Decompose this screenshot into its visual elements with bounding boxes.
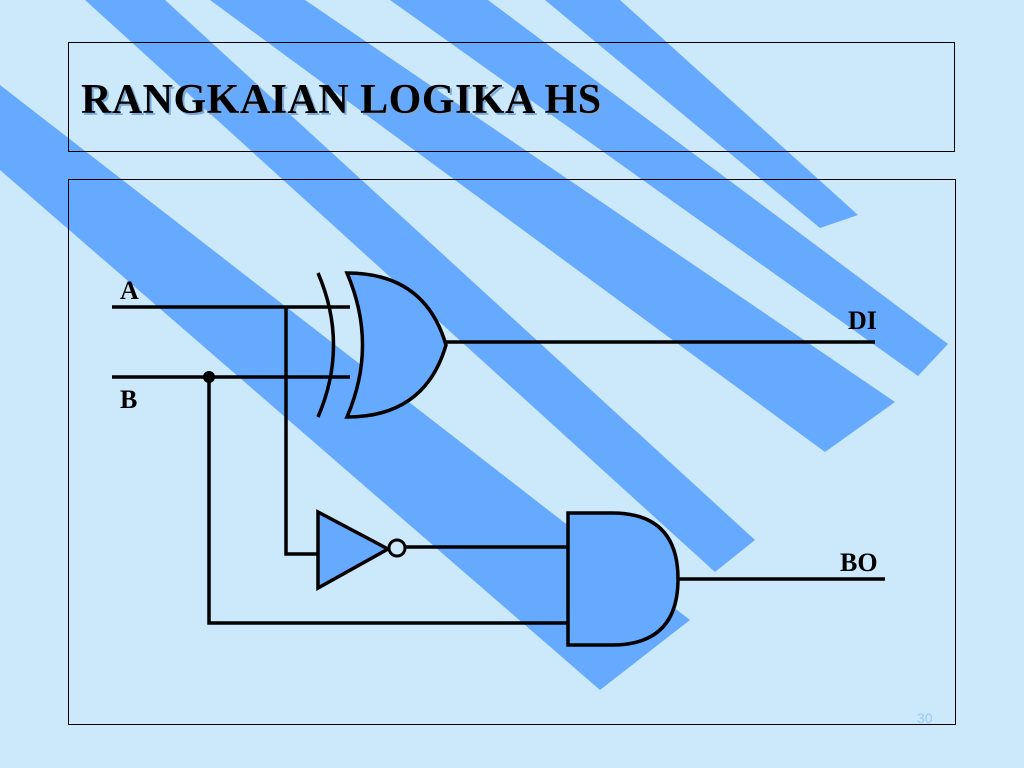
stripe <box>545 0 858 228</box>
slide-number: 30 <box>917 710 933 726</box>
wire-a-to-not <box>284 307 318 556</box>
output-label-bo: BO <box>840 548 878 577</box>
input-label-b: B <box>120 385 137 414</box>
not-gate <box>316 509 407 591</box>
stripe <box>390 0 948 376</box>
junction-dot <box>203 371 215 383</box>
and-gate <box>566 511 680 647</box>
input-label-a: A <box>120 276 139 305</box>
stripe <box>85 0 755 572</box>
output-label-di: DI <box>848 306 877 335</box>
slide-title: RANGKAIAN LOGIKA HS <box>81 77 602 123</box>
stripe <box>210 0 895 452</box>
xor-gate <box>316 271 448 419</box>
content-box <box>68 179 956 725</box>
wire-b-to-and <box>207 377 568 625</box>
stripe <box>0 85 690 690</box>
title-box: RANGKAIAN LOGIKA HS <box>68 42 955 152</box>
